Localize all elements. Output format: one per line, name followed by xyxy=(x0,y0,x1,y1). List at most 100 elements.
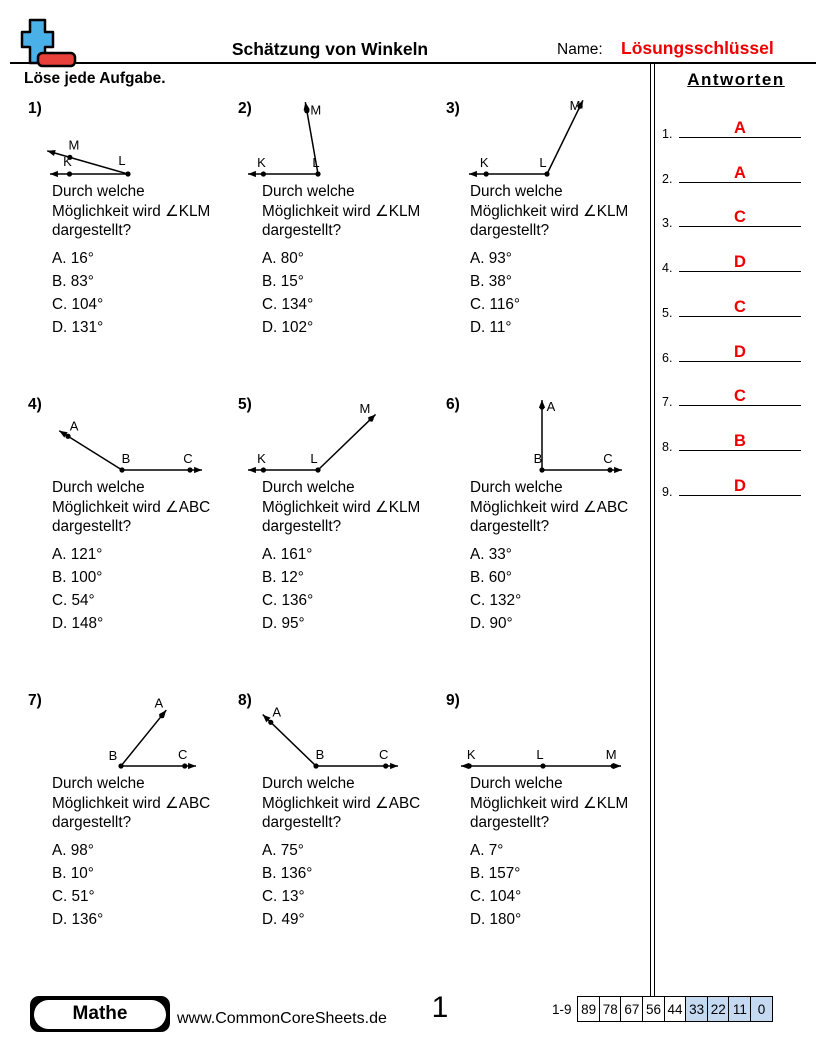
option-choice: C. 136° xyxy=(262,592,314,609)
option-choice: B. 157° xyxy=(470,865,521,882)
option-choice: D. 49° xyxy=(262,911,305,928)
point-label: C xyxy=(379,747,388,762)
mathe-badge-label: Mathe xyxy=(34,999,166,1029)
answer-row-4: 4.D xyxy=(662,246,801,275)
question-line: Durch welche xyxy=(52,479,145,496)
page-title: Schätzung von Winkeln xyxy=(231,39,429,59)
answer-row-2: 2.A xyxy=(662,157,801,186)
vertex-label: L xyxy=(539,155,546,170)
vertex-label: B xyxy=(109,748,118,763)
option-choice: C. 132° xyxy=(470,592,522,609)
answer-number: 9. xyxy=(662,484,673,499)
answer-row-8: 8.B xyxy=(662,425,801,454)
angle-diagram-6: CAB xyxy=(534,399,622,474)
point-dot-icon xyxy=(539,404,545,410)
point-label: C xyxy=(178,747,187,762)
answer-number: 1. xyxy=(662,127,673,141)
ray-arrowhead-icon xyxy=(194,466,202,474)
option-choice: D. 136° xyxy=(52,911,104,928)
point-label: K xyxy=(63,154,72,169)
option-choice: B. 136° xyxy=(262,865,313,882)
question-line: Möglichkeit wird ∠ABC xyxy=(52,498,211,516)
point-dot-icon xyxy=(610,763,616,769)
question-line: dargestellt? xyxy=(262,222,342,239)
option-choice: C. 51° xyxy=(52,888,95,905)
option-choice: A. 80° xyxy=(262,250,304,267)
option-choice: B. 38° xyxy=(470,273,512,290)
option-choice: C. 104° xyxy=(470,888,522,905)
page-number: 1 xyxy=(431,991,449,1024)
option-choice: B. 100° xyxy=(52,569,103,586)
problem-number: 7) xyxy=(28,692,42,709)
point-dot-icon xyxy=(159,713,165,719)
question-line: dargestellt? xyxy=(470,518,550,535)
instruction-text: Löse jede Aufgabe. xyxy=(24,70,166,87)
option-choice: C. 134° xyxy=(262,296,314,313)
point-dot-icon xyxy=(260,467,266,473)
ray-arrowhead-icon xyxy=(47,149,56,157)
answer-number: 3. xyxy=(662,216,673,231)
point-label: M xyxy=(606,747,617,762)
score-cell: 11 xyxy=(728,996,752,1022)
option-choice: B. 10° xyxy=(52,865,94,882)
options-list: A. 80°B. 15°C. 134°D. 102° xyxy=(262,247,313,339)
question-line: Durch welche xyxy=(262,183,355,200)
point-label: M xyxy=(570,98,581,113)
point-dot-icon xyxy=(66,171,73,177)
point-dot-icon xyxy=(577,103,583,109)
option-choice: A. 93° xyxy=(470,250,512,267)
question-line: Möglichkeit wird ∠KLM xyxy=(262,498,421,516)
options-list: A. 93°B. 38°C. 116°D. 11° xyxy=(470,247,520,339)
angle-diagram-4: CAB xyxy=(58,418,202,474)
score-cell: 44 xyxy=(663,996,687,1022)
score-cell: 56 xyxy=(641,996,665,1022)
answer-row-5: 5.C xyxy=(662,291,801,320)
option-choice: C. 116° xyxy=(470,296,521,313)
vertex-label: L xyxy=(536,747,543,762)
problem-number: 8) xyxy=(238,692,252,709)
angle-diagram-5: KML xyxy=(248,401,377,474)
ray-arrowhead-icon xyxy=(50,170,58,178)
score-cell: 67 xyxy=(620,996,644,1022)
question-line: dargestellt? xyxy=(52,222,132,239)
ray-arrowhead-icon xyxy=(262,714,271,723)
answer-row-3: 3.C xyxy=(662,201,801,230)
option-choice: D. 90° xyxy=(470,615,513,632)
point-dot-icon xyxy=(466,763,472,769)
option-choice: A. 7° xyxy=(470,842,504,859)
point-dot-icon xyxy=(304,108,310,114)
option-choice: A. 161° xyxy=(262,546,313,563)
option-choice: D. 102° xyxy=(262,319,314,336)
answer-number: 8. xyxy=(662,439,673,454)
question-line: Durch welche xyxy=(52,183,145,200)
point-label: K xyxy=(480,155,489,170)
option-choice: A. 121° xyxy=(52,546,103,563)
point-label: A xyxy=(272,704,281,719)
question-line: Durch welche xyxy=(470,183,563,200)
ray-arrowhead-icon xyxy=(59,430,68,438)
option-choice: C. 54° xyxy=(52,592,95,609)
point-dot-icon xyxy=(187,467,193,473)
question-line: dargestellt? xyxy=(52,518,132,535)
answers-title: Antworten xyxy=(687,70,785,89)
option-choice: D. 180° xyxy=(470,911,522,928)
options-list: A. 75°B. 136°C. 13°D. 49° xyxy=(262,839,312,931)
point-dot-icon xyxy=(607,467,613,473)
ray-arrowhead-icon xyxy=(248,170,256,178)
option-choice: A. 33° xyxy=(470,546,512,563)
option-choice: A. 16° xyxy=(52,250,94,267)
vertex-dot-icon xyxy=(118,763,124,769)
problem-number: 9) xyxy=(446,692,460,709)
